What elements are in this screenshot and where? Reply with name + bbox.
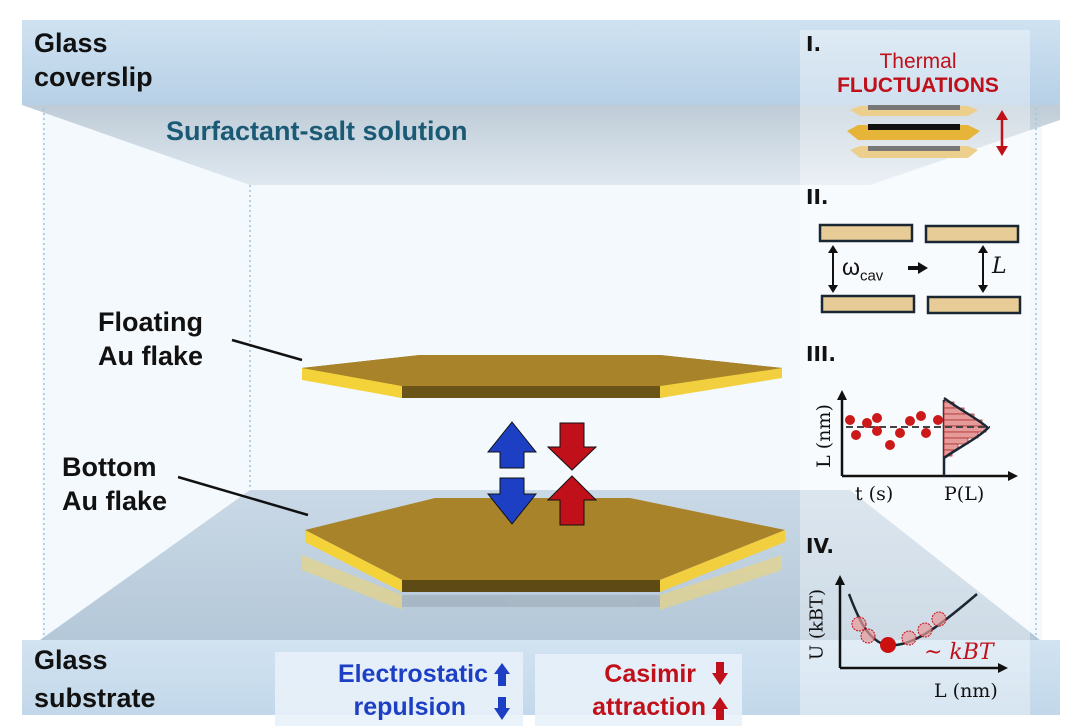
label-line: substrate bbox=[34, 683, 156, 713]
p3-data-points bbox=[845, 411, 943, 450]
panel-1-title: Thermal FLUCTUATIONS bbox=[818, 50, 1018, 98]
panel-4-y-label: U (kBT) bbox=[806, 588, 828, 661]
label-line: Bottom bbox=[62, 452, 157, 482]
label-line: Glass bbox=[34, 28, 108, 58]
panel-3-y-label: L (nm) bbox=[813, 404, 835, 468]
legend-electrostatic-repulsion: Electrostatic repulsion bbox=[290, 658, 488, 724]
panel-2-length-label: L bbox=[992, 254, 1007, 279]
panel-4-kbt-annotation: ~ kBT bbox=[924, 640, 994, 665]
panel-1-stacked-flakes bbox=[847, 105, 980, 158]
panel-3-x-label-time: t (s) bbox=[855, 483, 894, 505]
legend-casimir-box bbox=[535, 654, 742, 726]
label-line: Floating bbox=[98, 307, 203, 337]
panel-1-numeral: I. bbox=[806, 32, 822, 56]
omega-symbol: ω bbox=[842, 254, 860, 280]
legend-line: Casimir bbox=[604, 660, 696, 688]
panel-3-plot bbox=[837, 390, 1018, 481]
panel-3-numeral: III. bbox=[806, 342, 836, 366]
panel-2-numeral: II. bbox=[806, 185, 829, 209]
legend-line: attraction bbox=[592, 693, 706, 721]
panel-4-plot bbox=[835, 575, 1008, 673]
casimir-up-arrow bbox=[546, 475, 598, 526]
label-surfactant-solution: Surfactant-salt solution bbox=[166, 116, 468, 146]
legend-red-up-arrow bbox=[712, 697, 728, 720]
omega-subscript: cav bbox=[859, 267, 884, 285]
casimir-down-arrow bbox=[546, 422, 598, 471]
legend-electrostatic-box bbox=[275, 652, 523, 726]
panel-1-title-line1: Thermal bbox=[879, 50, 957, 73]
floating-au-flake bbox=[302, 355, 782, 398]
insets-panel bbox=[800, 30, 1030, 720]
panel-4-x-label: L (nm) bbox=[934, 680, 998, 702]
p4-minimum-point bbox=[880, 637, 896, 653]
label-line: coverslip bbox=[34, 62, 153, 92]
label-glass-substrate: Glass substrate bbox=[34, 641, 156, 717]
label-glass-coverslip: Glass coverslip bbox=[34, 26, 153, 94]
legend-line: repulsion bbox=[353, 693, 466, 721]
floating-flake-leader bbox=[231, 338, 303, 362]
panel-3-x-label-distribution: P(L) bbox=[944, 483, 985, 505]
legend-casimir-attraction: Casimir attraction bbox=[540, 658, 706, 724]
label-line: Glass bbox=[34, 645, 108, 675]
bottom-flake-leader bbox=[177, 475, 309, 517]
electrostatic-down-arrow bbox=[486, 477, 538, 525]
bottom-flake-reflection bbox=[302, 555, 782, 610]
label-line: Au flake bbox=[98, 341, 204, 371]
glass-coverslip bbox=[22, 20, 1060, 105]
label-floating-au-flake: Floating Au flake bbox=[98, 305, 203, 373]
panel-4-numeral: IV. bbox=[806, 534, 834, 558]
legend-red-down-arrow bbox=[712, 662, 728, 685]
coverslip-underside bbox=[22, 105, 1060, 185]
label-bottom-au-flake: Bottom Au flake bbox=[62, 450, 167, 518]
bottom-au-flake bbox=[305, 498, 785, 592]
panel-1-title-line2: FLUCTUATIONS bbox=[837, 74, 999, 97]
panel-2-omega-cav: ωcav bbox=[842, 254, 883, 285]
legend-line: Electrostatic bbox=[337, 660, 488, 688]
panel-1-double-arrow bbox=[996, 110, 1008, 156]
panel-2-cavity-plates bbox=[818, 223, 1022, 315]
legend-blue-down-arrow bbox=[494, 697, 510, 720]
legend-blue-up-arrow bbox=[494, 663, 510, 686]
electrostatic-up-arrow bbox=[486, 421, 538, 469]
label-line: Au flake bbox=[62, 486, 168, 516]
